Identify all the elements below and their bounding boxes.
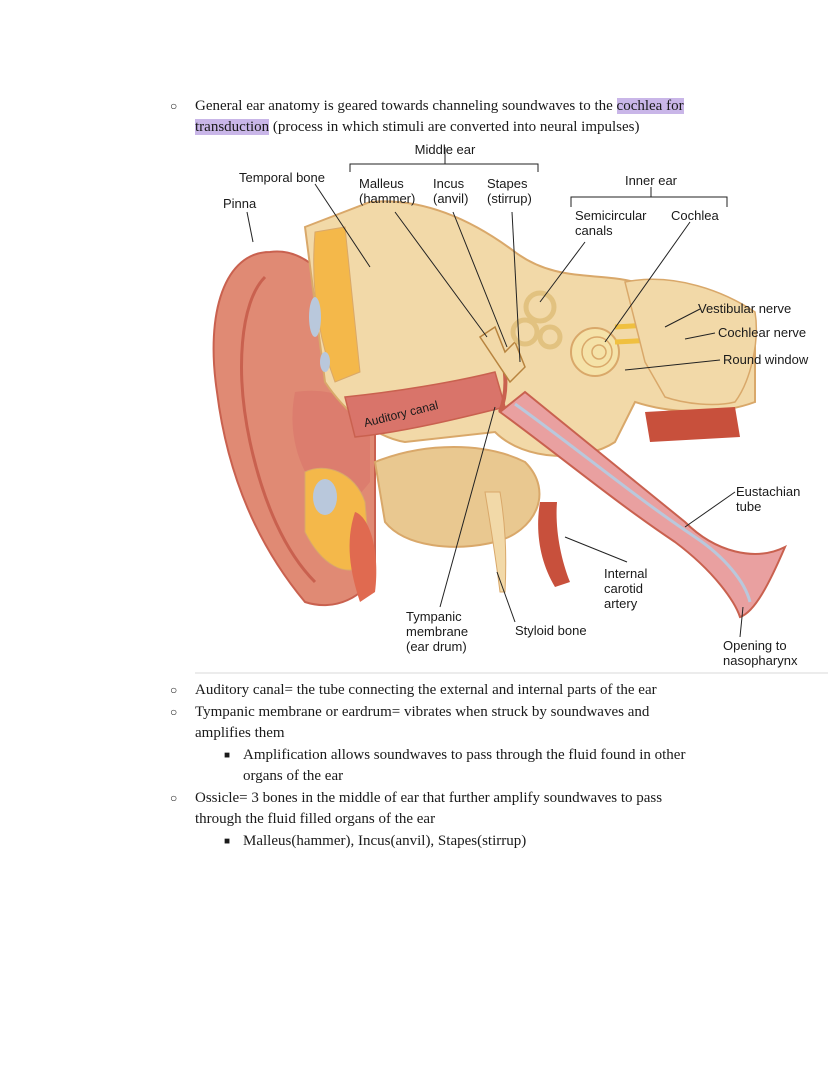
label-malleus-alt: (hammer) xyxy=(359,191,415,206)
bullet-circle-marker: ○ xyxy=(170,705,178,719)
fat-blob-3 xyxy=(313,479,337,515)
label-stapes-alt: (stirrup) xyxy=(487,191,532,206)
label-internal-1: Internal xyxy=(604,566,647,581)
highlight-transduction: transduction xyxy=(195,119,270,135)
semicircular-canal-1 xyxy=(523,290,557,324)
cochlea-spiral-2 xyxy=(591,344,607,360)
styloid-bone-shape xyxy=(484,491,507,593)
lower-temporal-bone-shape xyxy=(373,446,541,548)
bullet-square-marker: ■ xyxy=(224,750,231,761)
semicircular-canal-3 xyxy=(537,324,563,350)
fat-blob-2 xyxy=(320,352,330,372)
label-middle-ear: Middle ear xyxy=(415,142,476,157)
highlight-cochlea-for: cochlea for xyxy=(616,98,684,114)
intro-text-rest: (process in which stimuli are converted … xyxy=(269,119,640,135)
label-stapes: Stapes xyxy=(487,176,528,191)
bullet-square-marker: ■ xyxy=(224,836,231,847)
ear-anatomy-diagram: Middle ear Temporal bone Pinna Malleus (… xyxy=(195,142,828,674)
label-cochlear-nerve: Cochlear nerve xyxy=(718,325,806,340)
cochlea-spiral-1 xyxy=(581,336,613,368)
sphenoid-region xyxy=(624,278,758,406)
pinna-inner-fold xyxy=(240,275,317,584)
ossicle-bullet: Ossicle= 3 bones in the middle of ear th… xyxy=(195,788,795,830)
internal-carotid-artery-shape xyxy=(538,502,570,587)
label-internal-3: artery xyxy=(604,596,638,611)
label-vestibular-nerve: Vestibular nerve xyxy=(698,301,791,316)
leader-lines xyxy=(246,147,744,638)
label-incus-alt: (anvil) xyxy=(433,191,468,206)
ossicle-text-line2: through the fluid filled organs of the e… xyxy=(195,811,436,827)
ossicle-text-line1: Ossicle= 3 bones in the middle of ear th… xyxy=(195,790,663,806)
intro-bullet: General ear anatomy is geared towards ch… xyxy=(195,96,735,138)
ossicle-bones-subbullet: Malleus(hammer), Incus(anvil), Stapes(st… xyxy=(243,831,803,852)
label-eustachian-2: tube xyxy=(736,499,761,514)
fat-blob-1 xyxy=(309,297,321,337)
amplification-text-line2: organs of the ear xyxy=(243,768,344,784)
label-opening-2: nasopharynx xyxy=(723,653,798,668)
label-semicircular-2: canals xyxy=(575,223,613,238)
label-tympanic-1: Tympanic xyxy=(406,609,462,624)
label-pinna: Pinna xyxy=(223,196,257,211)
eustachian-tube-shape xyxy=(498,390,787,619)
lobe-tissue xyxy=(349,512,377,602)
eustachian-tube-lining xyxy=(514,402,752,603)
label-tympanic-2: membrane xyxy=(406,624,468,639)
amplification-subbullet: Amplification allows soundwaves to pass … xyxy=(243,745,803,787)
label-tympanic-3: (ear drum) xyxy=(406,639,467,654)
label-cochlea: Cochlea xyxy=(671,208,719,223)
bullet-circle-marker: ○ xyxy=(170,683,178,697)
label-malleus: Malleus xyxy=(359,176,404,191)
auditory-canal-bullet: Auditory canal= the tube connecting the … xyxy=(195,680,795,701)
tympanic-bullet: Tympanic membrane or eardrum= vibrates w… xyxy=(195,702,795,744)
label-semicircular-1: Semicircular xyxy=(575,208,647,223)
tympanic-text-line2: amplifies them xyxy=(195,725,285,741)
bullet-circle-marker: ○ xyxy=(170,791,178,805)
label-incus: Incus xyxy=(433,176,465,191)
label-internal-2: carotid xyxy=(604,581,643,596)
label-eustachian-1: Eustachian xyxy=(736,484,800,499)
auditory-canal-text: Auditory canal= the tube connecting the … xyxy=(195,682,657,698)
nasopharynx-red-tube xyxy=(645,407,740,442)
label-round-window: Round window xyxy=(723,352,809,367)
cartilage-region xyxy=(313,226,361,383)
label-opening-1: Opening to xyxy=(723,638,787,653)
amplification-text-line1: Amplification allows soundwaves to pass … xyxy=(243,747,686,763)
label-inner-ear: Inner ear xyxy=(625,173,678,188)
semicircular-canal-2 xyxy=(510,317,540,347)
ear-anatomy-svg: Middle ear Temporal bone Pinna Malleus (… xyxy=(195,142,828,674)
label-temporal-bone: Temporal bone xyxy=(239,170,325,185)
label-styloid: Styloid bone xyxy=(515,623,587,638)
tympanic-text-line1: Tympanic membrane or eardrum= vibrates w… xyxy=(195,704,650,720)
bullet-circle-marker: ○ xyxy=(170,99,178,113)
intro-text-part1: General ear anatomy is geared towards ch… xyxy=(195,98,617,114)
ossicle-bones-text: Malleus(hammer), Incus(anvil), Stapes(st… xyxy=(243,833,527,849)
